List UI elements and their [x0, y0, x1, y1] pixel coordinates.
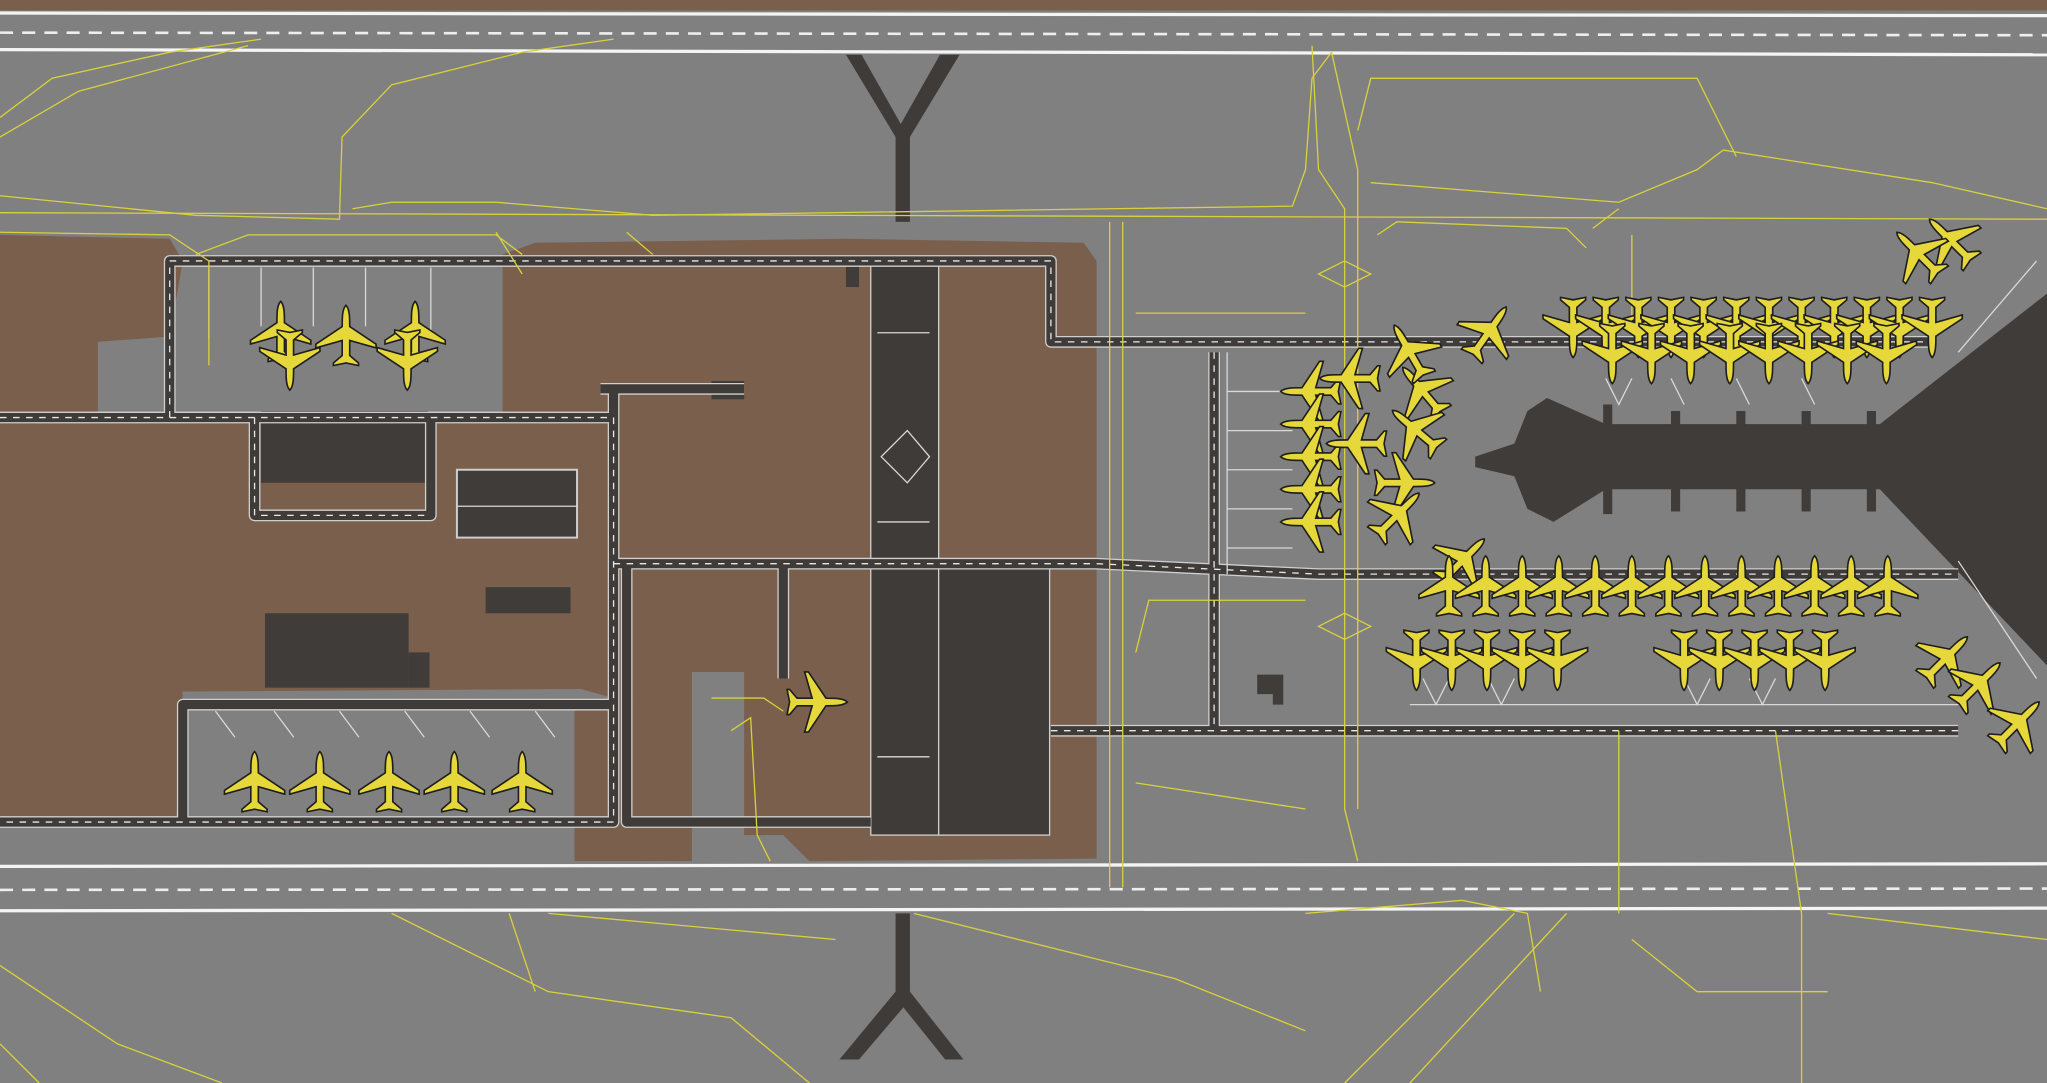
hangar-annex: [408, 652, 430, 688]
east-terminal-building: [1475, 293, 2047, 666]
parking-structure: [455, 468, 579, 539]
remote-stand-block: [937, 564, 1051, 836]
utility-building: [1257, 674, 1284, 705]
south-runway-connector: [839, 913, 964, 1060]
ground-under-gates: [0, 391, 98, 418]
north-runway-connector: [845, 54, 960, 222]
jet-bridges: [1603, 404, 1876, 515]
hangar-building: [265, 613, 409, 688]
central-apron: [870, 260, 940, 836]
taxi-guidelines: [0, 38, 2047, 1083]
runway-south: [0, 862, 2047, 913]
small-building: [485, 587, 571, 614]
top-ground-strip: [0, 0, 2047, 11]
taxiway-network: [0, 255, 1959, 828]
small-building: [845, 263, 860, 288]
stand-markings: [208, 260, 2038, 738]
runway-north: [0, 11, 2047, 57]
